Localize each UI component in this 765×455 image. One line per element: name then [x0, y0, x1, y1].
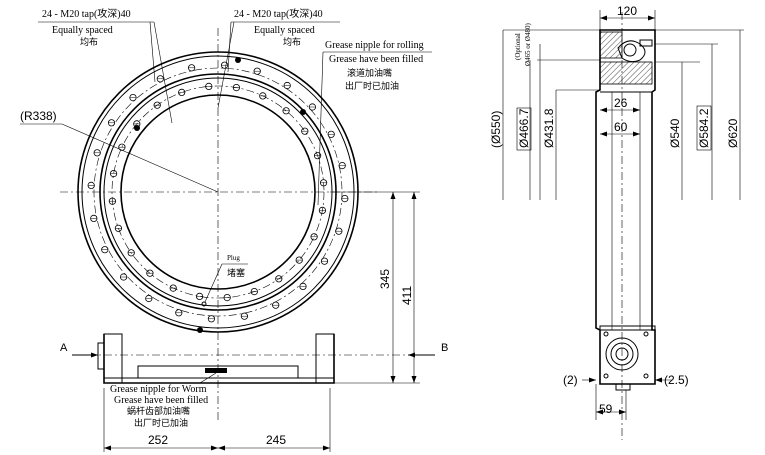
rolling-grease-note-line4: 出厂时已加油: [345, 80, 399, 92]
outer-bolt-holes: [87, 61, 349, 323]
right-holes-note-line3: 均布: [283, 36, 301, 48]
section-hatch-top-left: [599, 31, 623, 59]
left-holes-note-line2: Equally spaced: [52, 25, 113, 36]
dim-620: Ø620: [726, 118, 740, 148]
dim-550: (Ø550): [489, 111, 503, 148]
raceway-profile: [617, 40, 646, 63]
section-a-label: A: [60, 342, 68, 354]
worm-grease-nipple: [205, 368, 227, 373]
front-view: A B 24 - M20 tap(攻深)40 Equally spaced 均布…: [20, 7, 448, 452]
rolling-grease-note-line3: 滚道加油嘴: [347, 67, 392, 79]
worm-grease-note-line3: 蜗杆齿部加油嘴: [127, 405, 190, 417]
worm-housing-right: [315, 333, 335, 384]
radius-label: (R338): [20, 109, 57, 123]
grease-nipple-rolling-3: [197, 327, 203, 333]
rolling-grease-note-line2: Grease have been filled: [329, 54, 423, 65]
dim-345: 345: [378, 269, 392, 289]
left-holes-note-line3: 均布: [80, 36, 98, 48]
dim-59: 59: [599, 402, 613, 416]
dim-431: Ø431.8: [542, 108, 556, 148]
grease-nipple-rolling: [300, 109, 306, 115]
worm-grease-note-line2: Grease have been filled: [114, 395, 208, 406]
worm-end-cap-left: [97, 342, 105, 370]
right-holes-note-line1: 24 - M20 tap(攻深)40: [234, 7, 323, 20]
dim-584: Ø584.2: [697, 108, 711, 148]
section-b-label: B: [441, 342, 448, 354]
plug-hole: [201, 301, 207, 307]
plug-note-line2: 堵塞: [227, 267, 245, 279]
dim-60: 60: [614, 120, 628, 134]
grease-nipple-rolling-4: [235, 57, 241, 63]
dim-120: 120: [617, 4, 637, 18]
dim-252: 252: [148, 433, 168, 447]
dim-26: 26: [614, 96, 628, 110]
rolling-grease-note-line1: Grease nipple for rolling: [325, 40, 424, 51]
ball-section: [623, 43, 637, 57]
dim-245: 245: [266, 433, 286, 447]
optional-line1: (Optional: [514, 33, 522, 60]
dim-540: Ø540: [668, 118, 682, 148]
optional-line2: Ø465 or Ø480): [524, 23, 532, 66]
worm-grease-note-line4: 出厂时已加油: [134, 417, 188, 429]
left-holes-note-line1: 24 - M20 tap(攻深)40: [42, 7, 131, 20]
grease-nipple-rolling-2: [134, 125, 140, 131]
seal-top: [639, 39, 653, 47]
worm-housing-left: [103, 333, 123, 384]
worm-grease-note-line1: Grease nipple for Worm: [110, 384, 207, 395]
dim-2-5: (2.5): [664, 373, 689, 387]
worm-shaft-end: [615, 383, 631, 391]
plug-note-line1: Plug: [227, 254, 240, 262]
dim-411: 411: [400, 286, 414, 305]
side-view: (Optional Ø465 or Ø480) (Ø550) Ø466.7 Ø4…: [489, 4, 744, 440]
section-hatch-top-mid: [599, 61, 653, 85]
right-holes-note-line2: Equally spaced: [254, 25, 315, 36]
inner-bolt-holes: [108, 82, 328, 302]
dim-466: Ø466.7: [517, 108, 531, 148]
dim-2: (2): [563, 373, 578, 387]
